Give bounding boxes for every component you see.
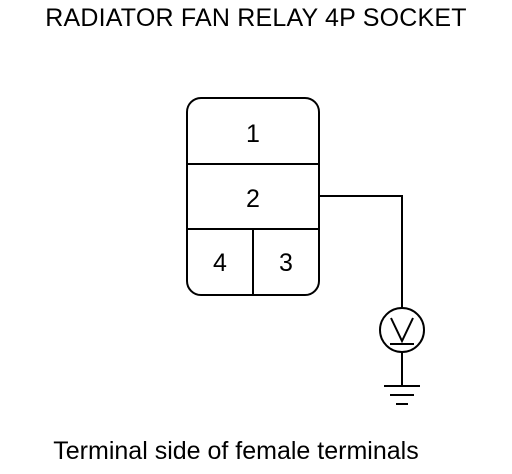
terminal-4-label: 4 [213,249,227,277]
diagram-title: RADIATOR FAN RELAY 4P SOCKET [45,4,467,32]
terminal-1-label: 1 [246,120,260,148]
diagram-caption: Terminal side of female terminals [53,437,419,465]
test-lead-wire [319,195,403,308]
terminal-3-label: 3 [279,249,293,277]
ground-icon [384,385,420,405]
voltmeter-icon [379,307,425,353]
terminal-2-label: 2 [246,185,260,213]
